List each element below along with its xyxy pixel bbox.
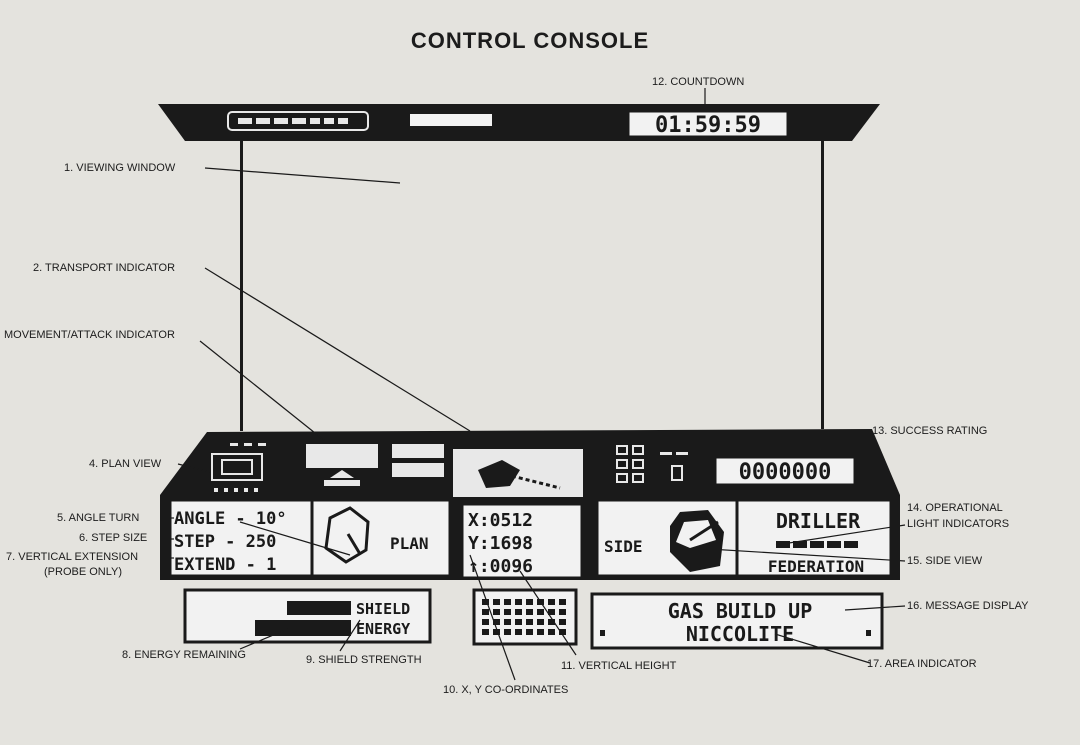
transport-indicator-lights — [392, 444, 444, 477]
keypad-key — [504, 629, 511, 635]
keypad-key — [559, 629, 566, 635]
driller-label: DRILLER — [776, 509, 861, 533]
side-label: SIDE — [604, 537, 643, 556]
keypad-key — [515, 619, 522, 625]
drill-rig-display — [451, 447, 585, 499]
energy-bar — [255, 620, 351, 636]
keypad-key — [526, 629, 533, 635]
label-countdown: 12. COUNTDOWN — [652, 76, 745, 88]
top-center-light — [410, 114, 492, 126]
coord-y-readout: Y:1698 — [468, 533, 533, 554]
keypad-key — [526, 609, 533, 615]
keypad-key — [559, 609, 566, 615]
keypad-key — [537, 629, 544, 635]
label-operational-2: LIGHT INDICATORS — [907, 518, 1010, 530]
left-window-post — [240, 141, 243, 431]
keypad-key — [482, 619, 489, 625]
keypad-key — [526, 599, 533, 605]
keypad-grid — [482, 599, 566, 635]
label-energy-remaining: 8. ENERGY REMAINING — [122, 649, 246, 661]
page-title: CONTROL CONSOLE — [410, 28, 650, 53]
label-message-display: 16. MESSAGE DISPLAY — [907, 600, 1029, 612]
keypad-key — [482, 629, 489, 635]
extend-readout: EXTEND - 1 — [174, 555, 276, 575]
label-step-size: 6. STEP SIZE — [79, 532, 148, 544]
operational-buttons — [616, 445, 688, 483]
keypad-key — [548, 629, 555, 635]
movement-attack-indicator — [306, 444, 378, 486]
transport-gauge-segments — [238, 118, 348, 124]
message-right-marker — [866, 630, 871, 636]
operational-lights — [776, 541, 858, 548]
keypad-key — [504, 609, 511, 615]
plan-view-device — [211, 443, 266, 492]
coord-x-readout: X:0512 — [468, 510, 533, 531]
leader-lines — [160, 88, 906, 681]
label-operational-1: 14. OPERATIONAL — [907, 502, 1003, 514]
message-display — [590, 592, 884, 650]
right-window-post — [821, 141, 824, 429]
keypad-panel — [472, 588, 578, 646]
keypad-key — [537, 619, 544, 625]
step-readout: STEP - 250 — [174, 532, 276, 552]
label-movement-attack: MOVEMENT/ATTACK INDICATOR — [4, 329, 175, 341]
message-left-marker — [600, 630, 605, 636]
federation-label: FEDERATION — [768, 557, 864, 576]
keypad-key — [504, 599, 511, 605]
label-transport-indicator: 2. TRANSPORT INDICATOR — [33, 262, 176, 274]
vertical-height-readout: ↑:0096 — [468, 556, 533, 577]
side-panel — [595, 498, 893, 578]
keypad-key — [515, 629, 522, 635]
keypad-key — [515, 599, 522, 605]
score-box — [713, 455, 857, 487]
side-view-gauge — [670, 510, 724, 572]
keypad-key — [482, 609, 489, 615]
keypad-key — [526, 619, 533, 625]
keypad-key — [515, 609, 522, 615]
keypad-key — [493, 619, 500, 625]
keypad-key — [482, 599, 489, 605]
label-viewing-window: 1. VIEWING WINDOW — [64, 162, 176, 174]
keypad-key — [493, 609, 500, 615]
angle-readout: ANGLE - 10° — [174, 509, 287, 529]
score-display: 0000000 — [739, 460, 832, 485]
shield-bar — [287, 601, 351, 615]
label-angle-turn: 5. ANGLE TURN — [57, 512, 140, 524]
coordinates-panel — [460, 502, 584, 580]
keypad-key — [548, 599, 555, 605]
keypad-key — [504, 619, 511, 625]
label-side-view: 15. SIDE VIEW — [907, 555, 983, 567]
label-shield-strength: 9. SHIELD STRENGTH — [306, 654, 422, 666]
keypad-key — [537, 609, 544, 615]
area-line: NICCOLITE — [686, 622, 794, 646]
movement-panel — [168, 498, 452, 578]
keypad-key — [548, 619, 555, 625]
keypad-key — [559, 599, 566, 605]
countdown-display: 01:59:59 — [655, 113, 761, 138]
shield-label: SHIELD — [356, 600, 410, 618]
keypad-key — [548, 609, 555, 615]
countdown-box — [626, 109, 790, 139]
label-vertical-height: 11. VERTICAL HEIGHT — [561, 660, 677, 672]
label-area-indicator: 17. AREA INDICATOR — [867, 658, 977, 670]
energy-label: ENERGY — [356, 620, 410, 638]
plan-label: PLAN — [390, 534, 429, 553]
keypad-key — [493, 629, 500, 635]
label-vertical-extension: 7. VERTICAL EXTENSION — [6, 551, 139, 563]
label-probe-only: (PROBE ONLY) — [44, 566, 123, 578]
label-coordinates: 10. X, Y CO-ORDINATES — [443, 684, 569, 696]
label-plan-view: 4. PLAN VIEW — [89, 458, 162, 470]
label-success-rating: 13. SUCCESS RATING — [872, 425, 988, 437]
message-line: GAS BUILD UP — [668, 599, 813, 623]
keypad-key — [493, 599, 500, 605]
keypad-key — [559, 619, 566, 625]
